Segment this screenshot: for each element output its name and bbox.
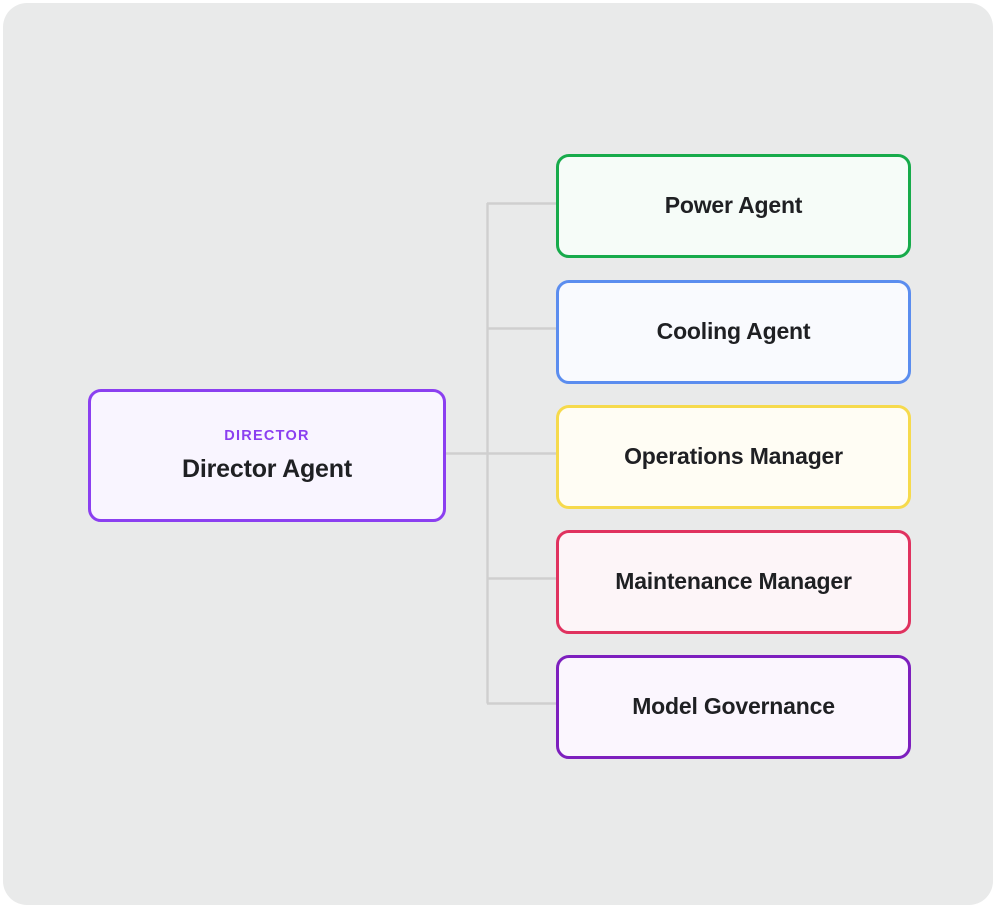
director-role-label: DIRECTOR — [224, 427, 310, 444]
node-director-agent[interactable]: DIRECTOR Director Agent — [88, 389, 446, 522]
node-title: Maintenance Manager — [615, 568, 852, 595]
node-title: Model Governance — [632, 693, 835, 720]
org-chart-canvas: DIRECTOR Director Agent Power Agent Cool… — [3, 3, 993, 905]
node-cooling-agent[interactable]: Cooling Agent — [556, 280, 911, 384]
node-model-governance[interactable]: Model Governance — [556, 655, 911, 759]
node-title: Power Agent — [664, 192, 803, 219]
director-title: Director Agent — [182, 454, 352, 483]
node-operations-manager[interactable]: Operations Manager — [556, 405, 911, 509]
node-title: Operations Manager — [624, 443, 843, 470]
node-title: Cooling Agent — [656, 318, 811, 345]
node-power-agent[interactable]: Power Agent — [556, 154, 911, 258]
node-maintenance-manager[interactable]: Maintenance Manager — [556, 530, 911, 634]
